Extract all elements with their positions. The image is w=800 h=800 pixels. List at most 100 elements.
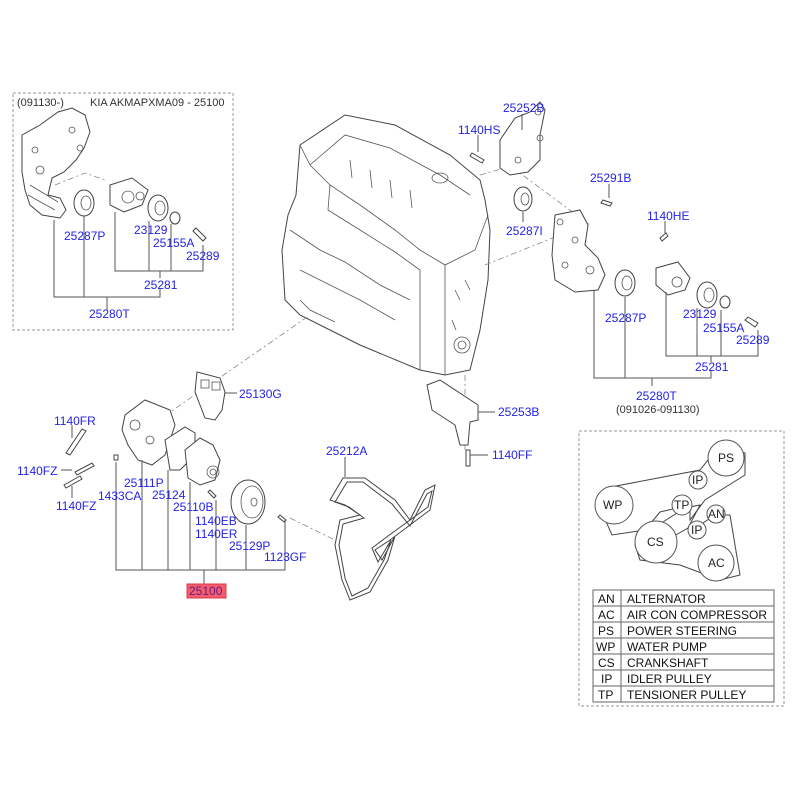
pulley-tp [671, 494, 693, 516]
idler-pulley-drawing [73, 189, 95, 217]
plug-1433CA-drawing [113, 454, 119, 461]
pulley-wp [594, 485, 634, 525]
part-label-1140FZ-a[interactable]: 1140FZ [17, 464, 57, 478]
part-label-25111P[interactable]: 25111P [124, 476, 164, 490]
legend-code: CS [598, 656, 615, 670]
part-label-25289[interactable]: 25289 [186, 249, 220, 263]
bolt-25289-drawing [744, 316, 759, 328]
belt-25212A-drawing [329, 477, 436, 601]
centerline-crank [289, 517, 336, 541]
part-label-25129P[interactable]: 25129P [229, 539, 270, 553]
tensioner-drawing [109, 177, 149, 213]
part-label-1140FR[interactable]: 1140FR [54, 414, 96, 428]
legend-name: AIR CON COMPRESSOR [627, 608, 767, 622]
pulley-ac [697, 544, 735, 582]
legend-code: IP [601, 672, 612, 686]
legend-code: WP [596, 640, 615, 654]
part-label-25155A[interactable]: 25155A [153, 236, 194, 250]
part-label-25287I[interactable]: 25287I [506, 224, 543, 238]
part-label-25110B[interactable]: 25110B [173, 500, 213, 514]
part-label-25281-right[interactable]: 25281 [695, 360, 729, 374]
part-label-1123GF[interactable]: 1123GF [264, 550, 306, 564]
part-label-1140FZ-b[interactable]: 1140FZ [56, 499, 96, 513]
legend-name: TENSIONER PULLEY [627, 688, 746, 702]
part-label-25280T[interactable]: 25280T [89, 307, 130, 321]
centerline-left [129, 314, 311, 441]
pulley-label-cs: CS [647, 535, 664, 549]
part-label-25280T-right[interactable]: 25280T [636, 389, 677, 403]
inset-date-note: (091130-) [17, 97, 64, 109]
bracket-25253B-drawing [426, 379, 479, 446]
part-label-25287P[interactable]: 25287P [64, 229, 105, 243]
part-label-25291B[interactable]: 25291B [590, 171, 631, 185]
pulley-label-ip-upper: IP [692, 473, 703, 487]
inset-border [12, 92, 234, 331]
legend-name: ALTERNATOR [627, 592, 706, 606]
belt-routing-border [578, 430, 785, 707]
legend-name: POWER STEERING [627, 624, 737, 638]
pulley-23129-right-drawing [696, 281, 718, 309]
legend-code: TP [598, 688, 613, 702]
part-label-23129-right[interactable]: 23129 [683, 307, 717, 321]
upper-right-date-note: (091026-091130) [616, 404, 700, 416]
legend-code: AC [598, 608, 615, 622]
pulley-cs [634, 520, 678, 564]
part-label-25289-right[interactable]: 25289 [736, 333, 770, 347]
part-label-25281[interactable]: 25281 [144, 278, 178, 292]
bolt-1140EB-drawing [207, 489, 217, 499]
belt-routing-diagram: PS IP WP TP AN IP CS AC AN ALTERNATOR AC… [578, 430, 785, 707]
assembly-highlight-box[interactable] [186, 583, 227, 599]
washer-right-drawing [719, 295, 731, 309]
pulley-ip-upper [688, 470, 708, 490]
gasket-25130G-drawing [194, 371, 226, 421]
bolt-25291B-drawing [600, 199, 613, 207]
pulley-25287P-drawing [614, 269, 636, 297]
pulley-label-ps: PS [718, 451, 734, 465]
part-label-25130G[interactable]: 25130G [239, 387, 282, 401]
part-label-1140HE[interactable]: 1140HE [647, 209, 689, 223]
pump-housing-drawing [121, 399, 176, 466]
part-label-25253B[interactable]: 25253B [498, 405, 539, 419]
pulley-ip-lower [687, 520, 707, 540]
pulley-ps [707, 439, 745, 477]
bolt-1140FF-drawing [465, 449, 471, 467]
bolt-1140FR-drawing [65, 428, 87, 456]
legend-code: PS [598, 624, 614, 638]
pulley-label-wp: WP [603, 498, 622, 512]
part-label-1140EB[interactable]: 1140EB [195, 514, 237, 528]
bolt-1140FZ-a-drawing [74, 462, 95, 476]
legend-name: CRANKSHAFT [627, 656, 709, 670]
legend-code: AN [598, 592, 615, 606]
washer-drawing [169, 211, 181, 225]
pulley-25287I-drawing [513, 186, 533, 212]
part-label-25100-assembly[interactable]: 25100 [189, 584, 223, 598]
legend-name: IDLER PULLEY [627, 672, 712, 686]
part-label-25155A-right[interactable]: 25155A [703, 321, 744, 335]
bolt-1140HS-drawing [469, 152, 485, 164]
part-label-23129[interactable]: 23129 [134, 223, 168, 237]
upper-right-group: 25252B 1140HS 25291B 25287I 1140HE 25287… [458, 101, 770, 416]
bolt-1140HE-drawing [659, 232, 669, 242]
part-label-1140FF[interactable]: 1140FF [492, 448, 532, 462]
tensioner-bracket-drawing [21, 107, 91, 219]
legend-table: AN ALTERNATOR AC AIR CON COMPRESSOR PS P… [592, 589, 775, 703]
drive-belt-group: 25212A [326, 444, 436, 601]
bolt-1123GF-drawing [277, 514, 287, 523]
part-label-25287P-right[interactable]: 25287P [605, 311, 646, 325]
pulley-label-ip-lower: IP [691, 523, 702, 537]
water-pump-group: 25130G 1140FR 1140FZ 1140FZ 1433CA 25111… [17, 371, 306, 599]
part-label-1140ER[interactable]: 1140ER [195, 527, 238, 541]
pulley-23129-drawing [147, 194, 169, 222]
tensioner-mount-drawing [551, 209, 606, 293]
part-label-1140HS[interactable]: 1140HS [458, 123, 500, 137]
pulley-label-tp: TP [674, 498, 689, 512]
engine-block-drawing [281, 114, 491, 376]
pulley-label-ac: AC [708, 556, 725, 570]
part-label-1433CA[interactable]: 1433CA [98, 489, 141, 503]
pulley-an [706, 504, 726, 524]
part-label-25212A[interactable]: 25212A [326, 444, 367, 458]
part-label-25124[interactable]: 25124 [152, 488, 186, 502]
inset-model-note: KIA AKMAPXMA09 - 25100 [90, 97, 225, 109]
part-label-25252B[interactable]: 25252B [503, 101, 544, 115]
